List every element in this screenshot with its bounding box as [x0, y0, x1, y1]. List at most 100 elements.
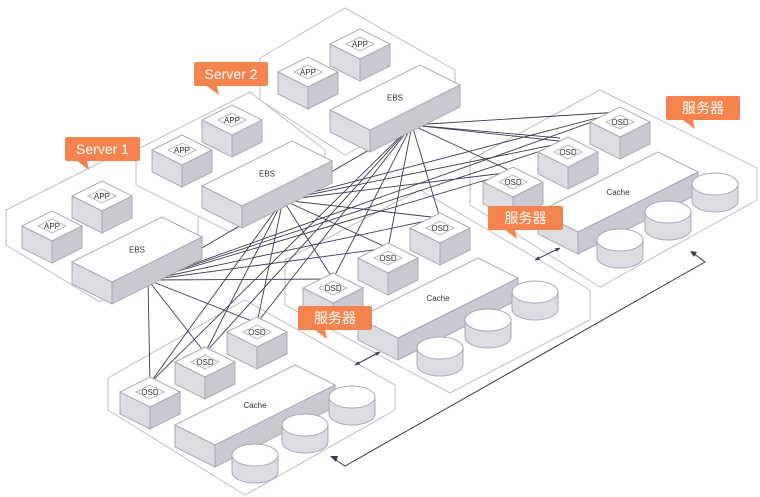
- storage-node-2-callout: 服务器: [488, 206, 563, 239]
- app-box: APP: [20, 210, 84, 264]
- network-link: [282, 111, 621, 201]
- network-link: [411, 124, 441, 219]
- osd-box-label: OSD: [196, 358, 214, 367]
- network-link: [147, 217, 441, 281]
- storage-node-2-callout-text: 服务器: [505, 210, 547, 226]
- network-link: [147, 279, 206, 354]
- network-link: [147, 278, 334, 281]
- app-box: APP: [276, 56, 340, 110]
- app-box-label: APP: [352, 40, 368, 49]
- server-1-callout-text: Server 1: [76, 141, 129, 157]
- cache-box-label: Cache: [426, 294, 450, 303]
- label-tag: [86, 188, 118, 204]
- storage-node-3-callout-text: 服务器: [682, 100, 724, 116]
- cache-box-label: Cache: [243, 401, 267, 410]
- server-1-callout: Server 1: [65, 137, 140, 170]
- replication-arrow: [534, 247, 561, 261]
- label-tag: [497, 174, 529, 190]
- disk-cylinder: [416, 336, 464, 377]
- cache-box-label: Cache: [606, 188, 630, 197]
- network-link: [387, 124, 413, 249]
- app-box-label: APP: [174, 146, 190, 155]
- ebs-box-label: EBS: [259, 170, 275, 179]
- label-tag: [552, 144, 584, 160]
- disk-cylinder: [511, 280, 559, 321]
- osd-box: OSD: [173, 346, 237, 400]
- app-box-label: APP: [300, 68, 316, 77]
- label-tag: [189, 354, 221, 370]
- osd-box-label: OSD: [141, 388, 159, 397]
- network-link: [149, 199, 284, 384]
- network-link: [149, 124, 413, 384]
- network-link: [411, 124, 569, 143]
- network-connections: [147, 111, 621, 384]
- osd-box-label: OSD: [559, 148, 577, 157]
- network-link: [147, 171, 514, 281]
- label-tag: [36, 218, 68, 234]
- app-box-label: APP: [44, 222, 60, 231]
- disk-cylinder: [328, 385, 376, 426]
- network-link: [204, 124, 413, 354]
- app-box: APP: [328, 28, 392, 82]
- label-tag: [372, 250, 404, 266]
- storage-node-1-callout-text: 服务器: [314, 310, 356, 326]
- label-tag: [216, 112, 248, 128]
- osd-box: OSD: [588, 106, 652, 160]
- network-link: [282, 199, 441, 219]
- network-link: [147, 247, 389, 281]
- app-box: APP: [150, 134, 214, 188]
- label-tag: [241, 324, 273, 340]
- network-link: [256, 199, 284, 324]
- network-link: [204, 199, 284, 354]
- network-link: [147, 111, 621, 281]
- ebs-box: EBS: [200, 140, 334, 229]
- app-box-label: APP: [224, 116, 240, 125]
- label-tag: [134, 384, 166, 400]
- osd-box: OSD: [408, 212, 472, 266]
- app-box: APP: [200, 104, 264, 158]
- osd-box-label: OSD: [379, 254, 397, 263]
- label-tag: [344, 36, 376, 52]
- osd-box-label: OSD: [248, 328, 266, 337]
- osd-box-label: OSD: [504, 178, 522, 187]
- app-box: APP: [70, 180, 134, 234]
- osd-box: OSD: [536, 136, 600, 190]
- network-link: [411, 111, 621, 126]
- osd-box: OSD: [356, 242, 420, 296]
- replication-path: [330, 251, 706, 467]
- ebs-box-label: EBS: [387, 94, 403, 103]
- disk-cylinder: [464, 308, 512, 349]
- replication-arrow: [354, 351, 381, 366]
- network-link: [282, 171, 514, 201]
- disk-cylinder: [231, 443, 279, 484]
- app-box-label: APP: [94, 192, 110, 201]
- ebs-box-label: EBS: [129, 246, 145, 255]
- osd-box: OSD: [118, 376, 182, 430]
- label-tag: [317, 280, 349, 296]
- label-tag: [604, 114, 636, 130]
- server-2-callout: Server 2: [194, 62, 268, 95]
- osd-box-label: OSD: [611, 118, 629, 127]
- server-2-callout-text: Server 2: [205, 66, 258, 82]
- disk-cylinder: [644, 200, 692, 241]
- osd-box-label: OSD: [324, 284, 342, 293]
- ebs-box: EBS: [70, 216, 204, 305]
- osd-box: OSD: [225, 316, 289, 370]
- osd-box-label: OSD: [431, 224, 449, 233]
- label-tag: [424, 220, 456, 236]
- network-link: [256, 124, 413, 324]
- label-tag: [166, 142, 198, 158]
- network-link: [282, 199, 389, 249]
- disk-cylinder: [691, 172, 739, 213]
- storage-node-3-callout: 服务器: [666, 96, 740, 129]
- ebs-box: EBS: [328, 64, 462, 153]
- storage-node-1-callout: 服务器: [298, 306, 372, 339]
- network-link: [411, 124, 561, 139]
- network-link: [332, 124, 413, 280]
- disk-cylinder: [596, 228, 644, 269]
- disk-cylinder: [281, 413, 329, 454]
- label-tag: [292, 64, 324, 80]
- network-link: [147, 279, 151, 384]
